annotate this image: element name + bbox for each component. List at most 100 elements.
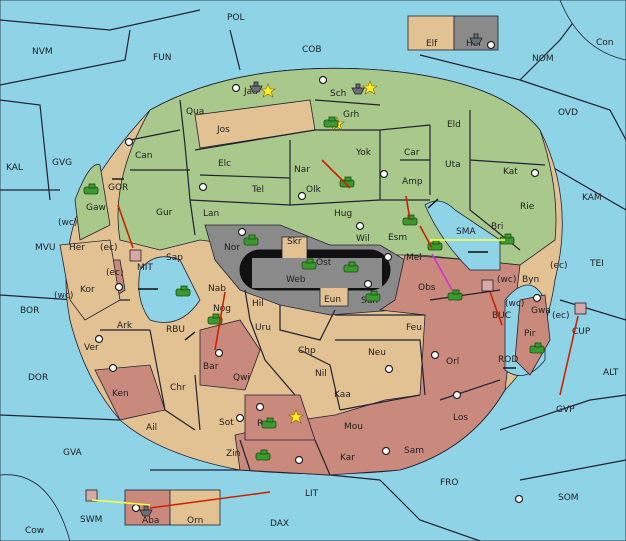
army-icon: [175, 285, 191, 297]
army-icon: [301, 258, 317, 270]
label-ken: Ken: [112, 389, 129, 399]
label-alt: ALT: [603, 368, 619, 378]
region-her-kor[interactable]: [59, 239, 121, 321]
label-pol: POL: [227, 13, 245, 23]
supply-center-icon: [131, 503, 141, 513]
label-qwi: Qwi: [233, 373, 250, 383]
coast-tag-byn-wc: (wc): [497, 275, 516, 285]
star-icon: [288, 409, 304, 424]
region-web-ost[interactable]: [252, 258, 382, 288]
label-nom: NOM: [532, 54, 554, 64]
fleet-icon: [481, 279, 494, 292]
supply-center-icon: [318, 75, 328, 85]
land-labels: Jad Sch Qua Grh Jos Eld Can Yok Car Elc …: [69, 39, 591, 526]
label-hug: Hug: [334, 209, 352, 219]
label-con: Con: [596, 38, 614, 48]
label-jos: Jos: [216, 125, 230, 135]
label-can: Can: [135, 151, 153, 161]
label-bri: Bri: [491, 222, 503, 232]
label-neu: Neu: [368, 348, 386, 358]
supply-center-icon: [94, 334, 104, 344]
label-chr: Chr: [170, 383, 186, 393]
label-elf: Elf: [426, 39, 438, 49]
label-ark: Ark: [117, 321, 133, 331]
fleet-icon: [139, 505, 153, 517]
orders: [91, 159, 579, 509]
coast-tag-kor-ec: (ec): [106, 268, 124, 278]
army-units[interactable]: [83, 116, 545, 461]
fleet-units[interactable]: [85, 33, 587, 517]
label-kat: Kat: [503, 167, 518, 177]
supply-center-icon: [214, 348, 224, 358]
label-skr: Skr: [287, 237, 302, 247]
label-lan: Lan: [203, 209, 219, 219]
coast-tag-her-wc: (wc): [58, 218, 77, 228]
label-cup: CUP: [572, 327, 591, 337]
label-cob: COB: [302, 45, 322, 55]
label-gva: GVA: [63, 448, 83, 458]
label-olk: Olk: [306, 185, 322, 195]
region-gaw[interactable]: [74, 164, 111, 241]
supply-center-icon: [198, 182, 208, 192]
label-gwa: Gwa: [531, 306, 551, 316]
supply-center-icon: [108, 363, 118, 373]
supply-center-icon: [430, 350, 440, 360]
label-amp: Amp: [402, 177, 423, 187]
army-icon: [243, 234, 259, 246]
sea-region-mit[interactable]: [138, 256, 201, 323]
army-icon: [447, 289, 463, 301]
fleet-icon: [85, 489, 98, 502]
label-pir: Pir: [524, 329, 536, 339]
label-dor: DOR: [28, 373, 48, 383]
fleet-icon: [469, 33, 483, 45]
label-gvp: GVP: [556, 405, 575, 415]
supply-center-icon: [237, 227, 247, 237]
convoy-arrows: [112, 178, 516, 369]
label-buc: BUC: [492, 311, 511, 321]
label-som: SOM: [558, 493, 579, 503]
label-mvu: MVU: [35, 243, 56, 253]
region-nog-bar[interactable]: [199, 319, 261, 391]
supply-center-icon: [363, 279, 373, 289]
label-esm: Esm: [388, 233, 407, 243]
label-sap: Sap: [166, 253, 183, 263]
label-kaa: Kaa: [334, 390, 351, 400]
army-icon: [207, 313, 223, 325]
label-grh: Grh: [343, 110, 359, 120]
label-nar: Nar: [294, 165, 310, 175]
label-ost: Ost: [316, 258, 332, 268]
label-gaw: Gaw: [86, 203, 106, 213]
label-her: Her: [69, 243, 85, 253]
supply-center-icon: [452, 390, 462, 400]
region-orn[interactable]: [169, 489, 221, 526]
army-icon: [343, 261, 359, 273]
label-eld: Eld: [447, 120, 461, 130]
star-icon: [260, 83, 276, 98]
label-ver: Ver: [84, 343, 99, 353]
coast-tag-gwa-wc: (wc): [505, 299, 524, 309]
label-aba: Aba: [142, 516, 159, 526]
region-skr[interactable]: [281, 236, 308, 263]
label-hil: Hil: [252, 299, 264, 309]
label-los: Los: [453, 413, 468, 423]
region-pir[interactable]: [514, 294, 551, 376]
supply-centers: [94, 40, 542, 513]
label-fun: FUN: [153, 53, 172, 63]
coast-tag-byn-ec: (ec): [550, 261, 568, 271]
label-rbu: RBU: [166, 325, 185, 335]
supply-center-icon: [486, 40, 496, 50]
region-elf[interactable]: [407, 15, 455, 51]
label-gvg: GVG: [52, 158, 72, 168]
label-feu: Feu: [406, 323, 422, 333]
army-icon: [529, 342, 545, 354]
army-icon: [83, 183, 99, 195]
label-orn: Orn: [187, 516, 203, 526]
label-gur: Gur: [156, 208, 173, 218]
label-qua: Qua: [186, 107, 204, 117]
label-bar: Bar: [203, 362, 219, 372]
label-lit: LIT: [305, 489, 319, 499]
fleet-icon: [129, 249, 142, 262]
label-nvm: NVM: [32, 47, 53, 57]
label-cow: Cow: [25, 526, 44, 536]
